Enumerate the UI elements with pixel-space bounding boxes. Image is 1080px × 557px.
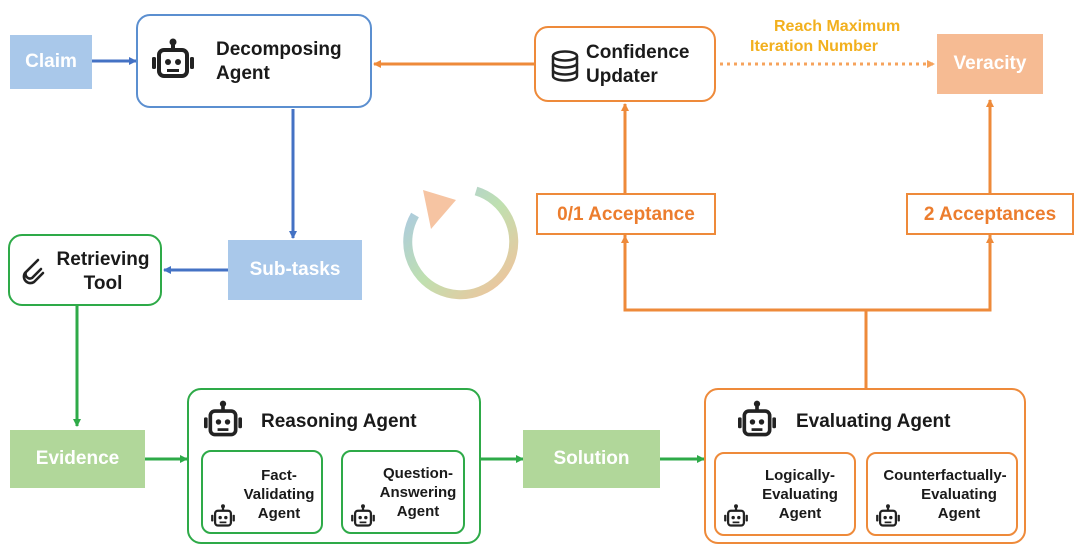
max-iteration-line2: Iteration Number	[750, 38, 879, 55]
solution-node: Solution	[523, 430, 660, 488]
robot-icon	[738, 400, 776, 437]
acceptance-low-node: 0/1 Acceptance	[536, 193, 716, 235]
decomposing-agent-node: Decomposing Agent	[136, 14, 372, 108]
fact-validating-line2: Validating	[243, 486, 315, 503]
question-answering-line1: Question-	[383, 465, 453, 482]
retrieving-title-line1: Retrieving	[56, 249, 150, 270]
counterfactually-line3: Agent	[937, 505, 981, 522]
fact-validating-line3: Agent	[257, 505, 301, 522]
subtasks-label: Sub-tasks	[249, 259, 341, 280]
counterfactually-evaluating-node: Counterfactually- Evaluating Agent	[866, 452, 1018, 536]
robot-icon	[152, 38, 194, 78]
reasoning-title: Reasoning Agent	[261, 411, 417, 432]
evaluating-agent-node: Evaluating Agent Logically- Evaluating A…	[704, 388, 1026, 544]
fact-validating-line1: Fact-	[261, 467, 297, 484]
question-answering-line3: Agent	[396, 503, 440, 520]
claim-label: Claim	[25, 51, 77, 72]
max-iteration-line1: Reach Maximum	[774, 18, 901, 35]
updater-title-line1: Confidence	[586, 42, 690, 63]
max-iteration-note: Reach Maximum Iteration Number	[750, 17, 900, 57]
acceptance-high-node: 2 Acceptances	[906, 193, 1074, 235]
decomposing-title-line1: Decomposing	[216, 39, 342, 60]
robot-icon	[724, 504, 748, 527]
logically-evaluating-node: Logically- Evaluating Agent	[714, 452, 856, 536]
acceptance-high-label: 2 Acceptances	[923, 204, 1057, 225]
robot-icon	[351, 504, 375, 527]
solution-label: Solution	[553, 448, 630, 469]
robot-icon	[204, 400, 242, 437]
retrieving-title-line2: Tool	[83, 273, 123, 294]
arrow-evaluating-to-acceptances	[623, 235, 992, 388]
updater-title-line2: Updater	[586, 66, 658, 87]
subtasks-node: Sub-tasks	[228, 240, 362, 300]
counterfactually-line1: Counterfactually-	[883, 467, 1007, 484]
counterfactually-line2: Evaluating	[921, 486, 997, 503]
evidence-label: Evidence	[35, 448, 120, 469]
robot-icon	[876, 504, 900, 527]
reasoning-agent-node: Reasoning Agent Fact- Validating Agent	[187, 388, 481, 544]
confidence-updater-node: Confidence Updater	[534, 26, 716, 102]
acceptance-low-label: 0/1 Acceptance	[557, 204, 695, 225]
claim-node: Claim	[10, 35, 92, 89]
fact-validating-node: Fact- Validating Agent	[201, 450, 323, 534]
robot-icon	[211, 504, 235, 527]
database-icon	[551, 50, 579, 82]
evidence-node: Evidence	[10, 430, 145, 488]
evaluating-title: Evaluating Agent	[796, 411, 951, 432]
question-answering-line2: Answering	[379, 484, 457, 501]
cycle-arrow-icon	[403, 186, 519, 300]
question-answering-node: Question- Answering Agent	[341, 450, 465, 534]
paperclip-icon	[22, 258, 45, 285]
decomposing-title-line2: Agent	[216, 63, 270, 84]
veracity-label: Veracity	[953, 53, 1027, 74]
veracity-node: Veracity	[937, 34, 1043, 94]
logically-line2: Evaluating	[762, 486, 838, 503]
logically-line3: Agent	[778, 505, 822, 522]
logically-line1: Logically-	[764, 467, 835, 484]
retrieving-tool-node: Retrieving Tool	[8, 234, 162, 306]
